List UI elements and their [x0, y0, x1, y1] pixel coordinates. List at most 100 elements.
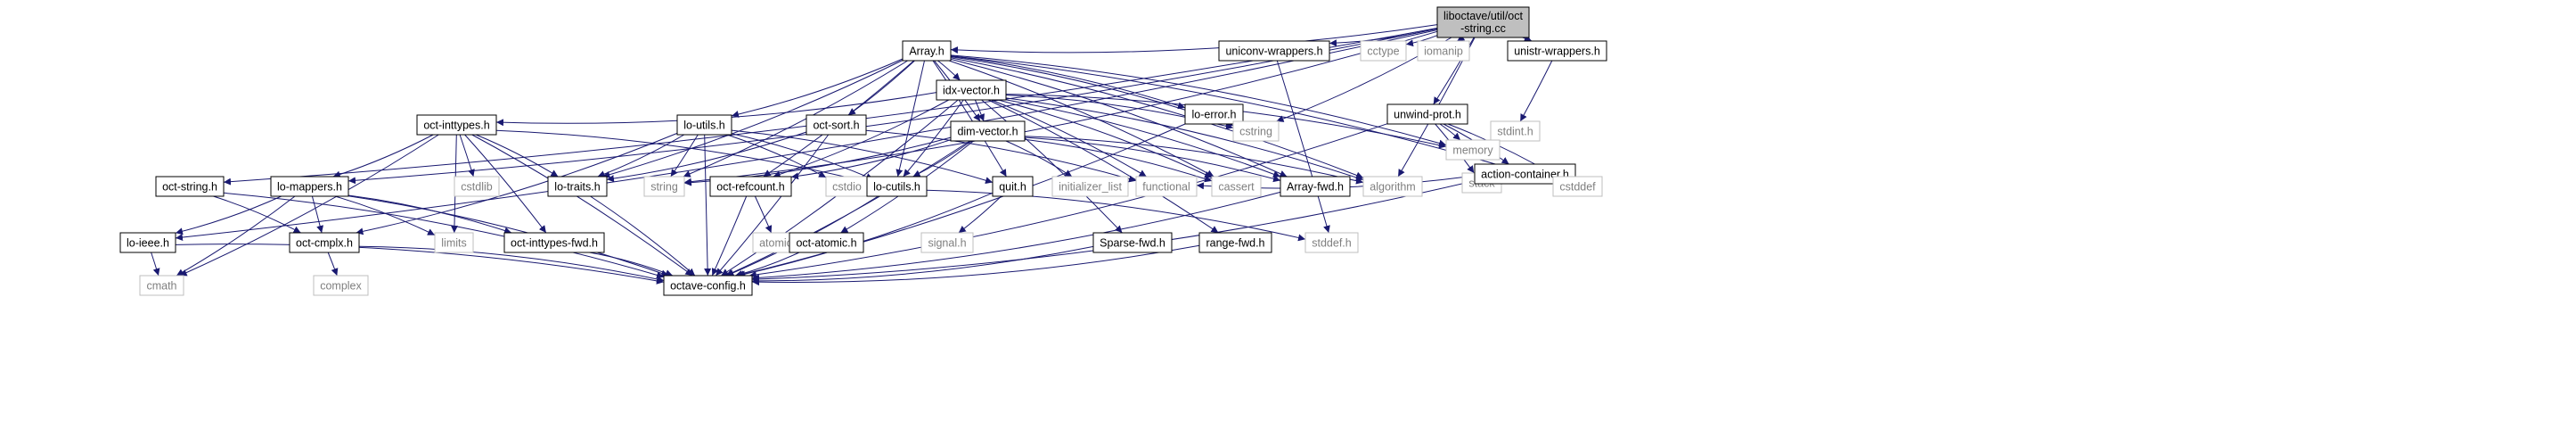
node-box	[289, 232, 360, 253]
node-locutils-h[interactable]: lo-cutils.h	[866, 176, 928, 197]
edge-loerror-h-to-octconfig-h	[736, 123, 1186, 278]
node-label: oct-inttypes-fwd.h	[511, 237, 598, 250]
node-iomanip[interactable]: iomanip	[1417, 40, 1470, 62]
node-box	[789, 232, 864, 253]
edge-dimvec-h-to-cassert	[1024, 138, 1213, 183]
node-box	[1218, 40, 1330, 62]
node-complex[interactable]: complex	[313, 275, 369, 296]
edge-array-h-to-string	[683, 60, 908, 178]
node-initlist[interactable]: initializer_list	[1051, 176, 1129, 197]
node-unistr-h[interactable]: unistr-wrappers.h	[1507, 40, 1607, 62]
node-octinttypes-h[interactable]: oct-inttypes.h	[416, 114, 497, 136]
node-label: dim-vector.h	[957, 126, 1018, 138]
edge-octstring-h-to-octconfig-h	[223, 192, 665, 279]
edge-array-h-to-cassert	[948, 60, 1214, 178]
node-box	[1362, 176, 1423, 197]
node-label: Array-fwd.h	[1287, 181, 1344, 194]
node-root[interactable]: liboctave/util/oct-string.cc	[1436, 6, 1530, 38]
node-limits[interactable]: limits	[434, 232, 474, 253]
node-box	[1051, 176, 1129, 197]
node-unwind-h[interactable]: unwind-prot.h	[1386, 103, 1468, 125]
node-label: cstring	[1239, 126, 1272, 138]
edge-loutils-h-to-octcmplx-h	[356, 132, 678, 235]
edge-lomappers-h-to-cmath	[176, 195, 296, 277]
node-loutils-h[interactable]: lo-utils.h	[676, 114, 732, 136]
edge-arrayfwd-h-to-octconfig-h	[751, 191, 1281, 282]
edge-octinttypes-h-to-iosfwd	[495, 129, 874, 186]
node-cctype[interactable]: cctype	[1360, 40, 1407, 62]
edge-lomappers-h-to-loieee-h	[175, 195, 282, 235]
node-memory[interactable]: memory	[1445, 139, 1501, 161]
node-label: algorithm	[1370, 181, 1415, 194]
node-lomappers-h[interactable]: lo-mappers.h	[270, 176, 349, 197]
node-functional[interactable]: functional	[1135, 176, 1198, 197]
node-label: octave-config.h	[670, 280, 746, 293]
node-label: oct-sort.h	[813, 120, 859, 132]
node-label: signal.h	[928, 237, 966, 250]
edge-octrefcount-h-to-octconfig-h	[711, 195, 748, 277]
node-label: lo-ieee.h	[127, 237, 169, 250]
node-label: limits	[441, 237, 466, 250]
node-actcont-h[interactable]: action-container.h	[1474, 163, 1576, 185]
node-box	[866, 176, 928, 197]
node-box	[1135, 176, 1198, 197]
node-octatomic-h[interactable]: oct-atomic.h	[789, 232, 864, 253]
node-box	[1417, 40, 1470, 62]
node-label: idx-vector.h	[943, 85, 1000, 97]
node-cstring[interactable]: cstring	[1232, 120, 1280, 142]
edge-root-to-unwind-h	[1433, 37, 1475, 105]
node-loerror-h[interactable]: lo-error.h	[1184, 103, 1244, 125]
node-cstdio[interactable]: cstdio	[825, 176, 869, 197]
edge-octinttypes-h-to-octconfig-h	[471, 134, 693, 277]
node-box	[1280, 176, 1351, 197]
edge-idxvec-h-to-iosfwd	[903, 99, 964, 178]
node-box	[1474, 163, 1576, 185]
node-octcmplx-h[interactable]: oct-cmplx.h	[289, 232, 360, 253]
node-label: iomanip	[1424, 45, 1463, 58]
edge-array-h-to-loutils-h	[731, 58, 904, 118]
node-signal-h[interactable]: signal.h	[920, 232, 974, 253]
node-box	[663, 275, 753, 296]
node-loieee-h[interactable]: lo-ieee.h	[119, 232, 176, 253]
edge-dimvec-h-to-octrefcount-h	[790, 139, 952, 180]
node-label: complex	[320, 280, 362, 293]
node-box	[709, 176, 792, 197]
node-box	[1232, 120, 1280, 142]
edge-lomappers-h-to-octcmplx-h	[311, 195, 324, 234]
node-sparsefwd-h[interactable]: Sparse-fwd.h	[1092, 232, 1173, 253]
node-array-h[interactable]: Array.h	[902, 40, 952, 62]
node-string[interactable]: string	[643, 176, 685, 197]
node-label: unwind-prot.h	[1394, 109, 1461, 121]
node-quit-h[interactable]: quit.h	[992, 176, 1034, 197]
node-uniconv-h[interactable]: uniconv-wrappers.h	[1218, 40, 1330, 62]
edge-octinttypesfwd-h-to-octconfig-h	[589, 252, 674, 277]
node-box	[503, 232, 605, 253]
edge-uniconv-h-to-stddef-h	[1276, 60, 1330, 234]
node-label: stddef.h	[1312, 237, 1352, 250]
node-algorithm[interactable]: algorithm	[1362, 176, 1423, 197]
node-octconfig-h[interactable]: octave-config.h	[663, 275, 753, 296]
node-rangefwd-h[interactable]: range-fwd.h	[1198, 232, 1272, 253]
node-cstdlib[interactable]: cstdlib	[454, 176, 500, 197]
node-label: memory	[1452, 145, 1493, 157]
node-stddef-h[interactable]: stddef.h	[1304, 232, 1359, 253]
edge-octrefcount-h-to-atomic	[754, 195, 773, 234]
node-stdint-h[interactable]: stdint.h	[1490, 120, 1541, 142]
node-cassert[interactable]: cassert	[1211, 176, 1262, 197]
node-lotraits-h[interactable]: lo-traits.h	[547, 176, 608, 197]
node-arrayfwd-h[interactable]: Array-fwd.h	[1280, 176, 1351, 197]
node-octstring-h[interactable]: oct-string.h	[155, 176, 225, 197]
node-octinttypesfwd-h[interactable]: oct-inttypes-fwd.h	[503, 232, 605, 253]
node-cmath[interactable]: cmath	[139, 275, 184, 296]
edge-unwind-h-to-octconfig-h	[748, 123, 1388, 278]
node-cstddef[interactable]: cstddef	[1552, 176, 1603, 197]
edge-lotraits-h-to-octconfig-h	[590, 195, 696, 277]
node-label: cstdio	[832, 181, 862, 194]
node-idxvec-h[interactable]: idx-vector.h	[936, 79, 1007, 101]
edge-loutils-h-to-octconfig-h	[704, 134, 712, 277]
node-octrefcount-h[interactable]: oct-refcount.h	[709, 176, 792, 197]
node-dimvec-h[interactable]: dim-vector.h	[950, 120, 1026, 142]
node-octsort-h[interactable]: oct-sort.h	[806, 114, 867, 136]
edge-idxvec-h-to-sparsefwd-h	[981, 99, 1123, 234]
edge-array-h-to-loerror-h	[950, 55, 1186, 110]
